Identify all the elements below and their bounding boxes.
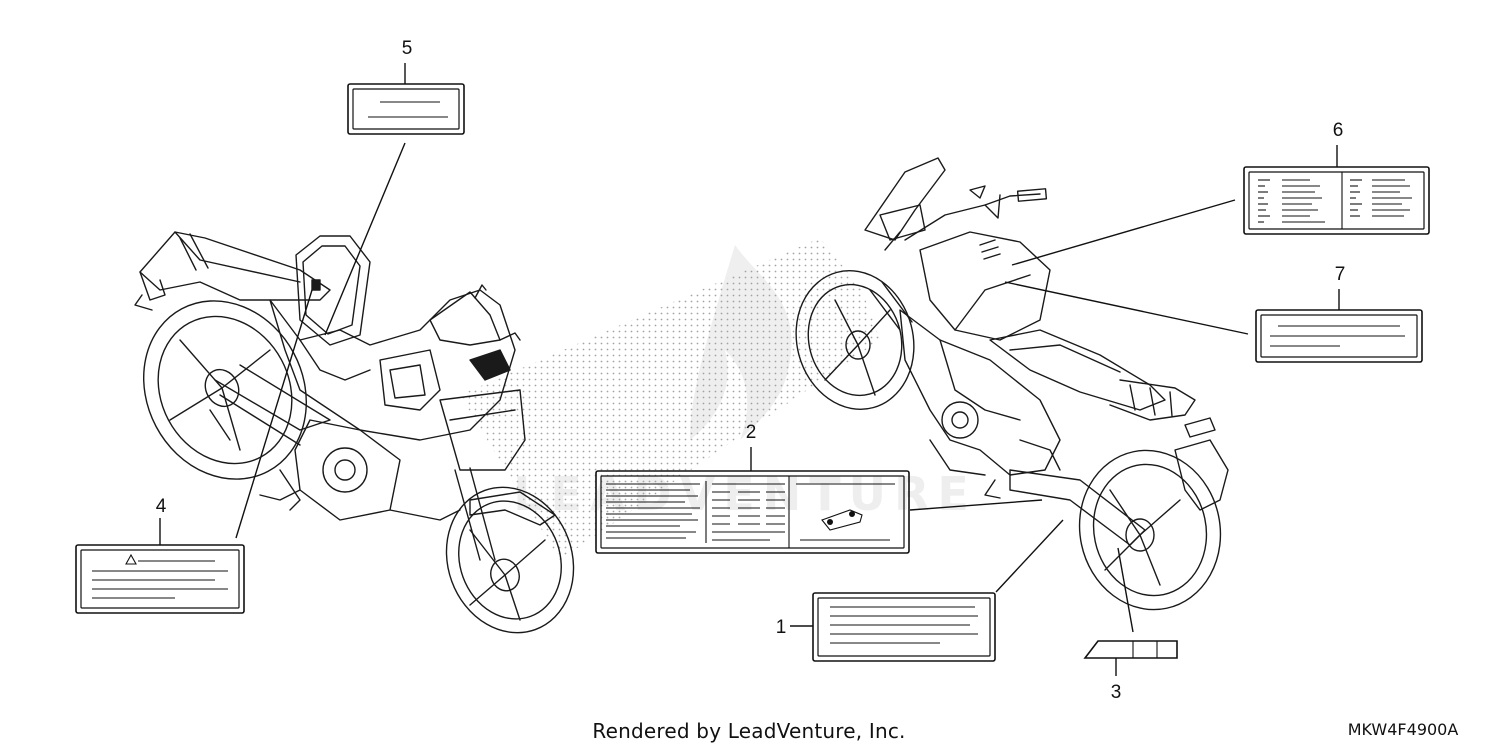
decal-4[interactable] [75,544,245,614]
callout-6: 6 [1333,120,1344,141]
projection-cone [460,238,880,560]
decal-5[interactable] [347,83,465,135]
leader-7 [1004,281,1249,335]
callout-4: 4 [156,496,167,517]
callout-5: 5 [402,38,413,59]
credit-text: Rendered by LeadVenture, Inc. [592,719,905,743]
callout-3: 3 [1111,682,1122,703]
decal-6[interactable] [1243,166,1430,235]
decal-2[interactable] [595,470,910,554]
callout-7: 7 [1335,264,1346,285]
warning-triangle-icon [125,553,137,565]
leader-2 [909,499,1043,511]
diagram-code: MKW4F4900A [1348,720,1459,739]
callout-2: 2 [746,422,757,443]
decal-7[interactable] [1255,309,1423,363]
leader-5 [324,142,406,336]
leader-6 [1011,199,1236,266]
leader-1 [995,519,1064,593]
decal-3[interactable] [1083,640,1178,659]
leader-3 [1117,547,1134,633]
motorcycle-front-view [134,231,575,634]
callout-1: 1 [776,617,787,638]
tire-pressure-icon [821,509,863,531]
motorcycle-rear-view [795,157,1229,611]
leader-4 [235,289,313,539]
decal-1[interactable] [812,592,996,662]
